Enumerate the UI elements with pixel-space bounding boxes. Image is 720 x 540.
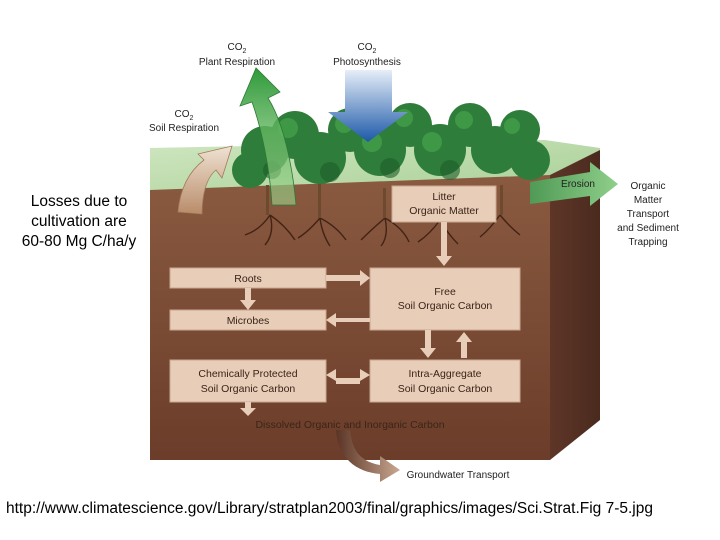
free-soc-label-line2: Soil Organic Carbon xyxy=(398,300,493,312)
plant-respiration-label: Plant Respiration xyxy=(199,57,275,68)
svg-text:Transport: Transport xyxy=(627,209,670,220)
svg-text:Trapping: Trapping xyxy=(628,237,667,248)
intra-aggregate-label-line1: Intra-Aggregate xyxy=(409,368,482,380)
svg-text:and Sediment: and Sediment xyxy=(617,223,679,234)
chemically-protected-label-line1: Chemically Protected xyxy=(198,368,297,380)
root-system xyxy=(244,214,521,247)
dissolved-carbon-label: Dissolved Organic and Inorganic Carbon xyxy=(255,419,444,431)
pool-boxes xyxy=(169,185,521,403)
intra-aggregate-label-line2: Soil Organic Carbon xyxy=(398,383,493,395)
groundwater-transport-label: Groundwater Transport xyxy=(407,470,510,481)
litter-label-line2: Organic Matter xyxy=(409,205,479,217)
intra-aggregate-box xyxy=(369,359,521,403)
soil-respiration-arrow xyxy=(177,145,233,215)
pool-flow-arrows xyxy=(240,222,472,416)
photosynthesis-label: Photosynthesis xyxy=(333,57,401,68)
litter-box xyxy=(391,185,497,223)
plant-respiration-arrow xyxy=(239,67,297,206)
microbes-label: Microbes xyxy=(227,315,270,327)
litter-label-line1: Litter xyxy=(432,191,456,203)
erosion-arrow xyxy=(530,162,618,206)
photosynthesis-arrow xyxy=(328,70,408,142)
soil-respiration-label: Soil Respiration xyxy=(149,123,219,134)
chemically-protected-label-line2: Soil Organic Carbon xyxy=(201,383,296,395)
groundwater-arrow xyxy=(336,430,400,482)
free-soc-box xyxy=(369,267,521,331)
free-soc-label-line1: Free xyxy=(434,286,456,298)
forest-canopy xyxy=(232,103,550,220)
source-url: http://www.climatescience.gov/Library/st… xyxy=(6,500,653,517)
roots-label: Roots xyxy=(234,273,261,285)
organic-matter-transport-label: Organic Matter Transport and Sediment Tr… xyxy=(617,181,679,248)
photosynthesis-gas: CO2 xyxy=(358,42,377,55)
erosion-label: Erosion xyxy=(561,179,595,190)
svg-text:Matter: Matter xyxy=(634,195,663,206)
svg-text:Organic: Organic xyxy=(630,181,665,192)
plant-respiration-gas: CO2 xyxy=(228,42,247,55)
soil-block-side xyxy=(550,150,600,460)
cultivation-losses-note: Losses due to cultivation are 60-80 Mg C… xyxy=(21,193,137,250)
chemically-protected-box xyxy=(169,359,327,403)
soil-respiration-gas: CO2 xyxy=(175,109,194,122)
